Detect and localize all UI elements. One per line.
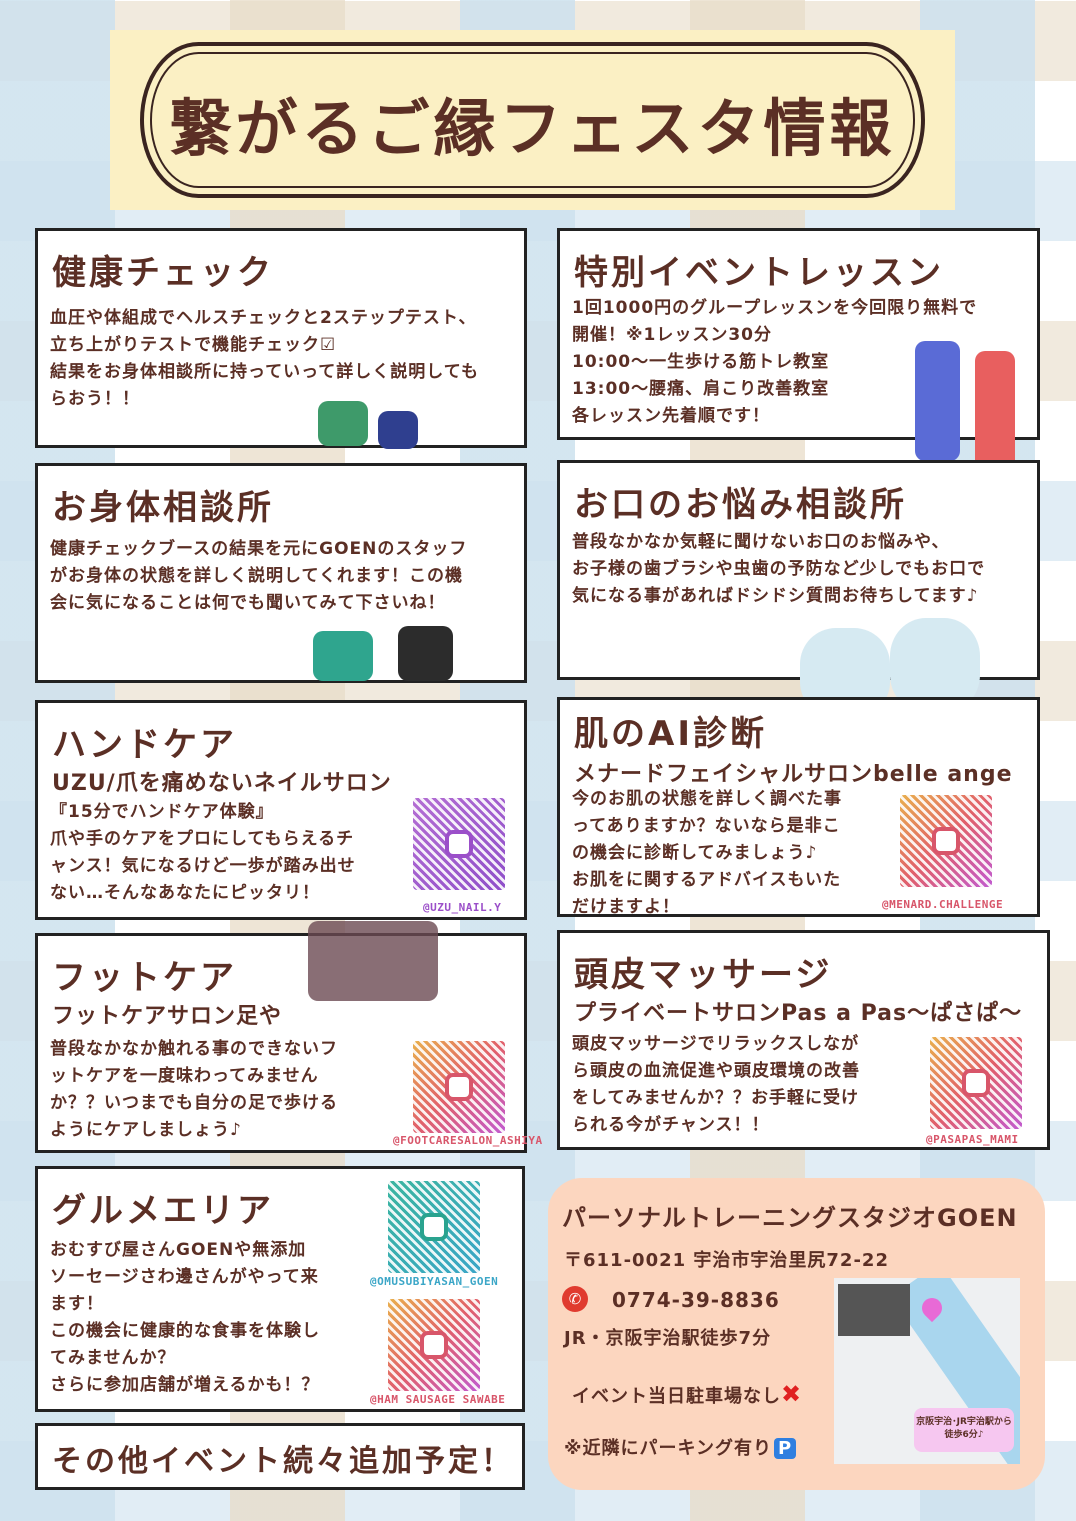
instagram-handle: @UZU_NAIL.Y — [423, 901, 502, 914]
patient-illustration-icon — [378, 411, 418, 449]
card-subtitle: フットケアサロン足や — [52, 1004, 283, 1029]
card-body: おむすび屋さんGOENや無添加 ソーセージさわ邊さんがやって来 ます！ この機会… — [50, 1240, 320, 1395]
instagram-handle: @FOOTCARESALON_ASHIYA — [393, 1134, 543, 1147]
instagram-qr-code[interactable] — [388, 1299, 480, 1391]
card-title: お口のお悩み相談所 — [574, 485, 907, 525]
card-oral-consultation: お口のお悩み相談所 普段なかなか気軽に聞けないお口のお悩みや、 お子様の歯ブラシ… — [557, 460, 1040, 718]
instagram-handle: @OMUSUBIYASAN_GOEN — [370, 1275, 499, 1288]
card-title: 肌のAI診断 — [574, 714, 767, 754]
doctor-illustration-icon — [318, 401, 368, 446]
card-title: ハンドケア — [52, 725, 237, 765]
building-photo — [838, 1284, 910, 1336]
page-title: 繋がるご縁フェスタ情報 — [169, 92, 896, 165]
card-subtitle: UZU/爪を痛めないネイルサロン — [52, 771, 392, 796]
instagram-icon — [445, 1073, 473, 1101]
instagram-handle: @HAM SAUSAGE SAWABE — [370, 1393, 506, 1406]
card-title: お身体相談所 — [52, 488, 274, 528]
card-body: 1回1000円のグループレッスンを今回限り無料で 開催！※1レッスン30分 10… — [572, 298, 978, 426]
card-title: 特別イベントレッスン — [574, 253, 944, 293]
instagram-icon — [932, 827, 960, 855]
instagram-qr-code[interactable] — [900, 795, 992, 887]
card-body: 血圧や体組成でヘルスチェックと2ステップテスト、 立ち上がりテストで機能チェック… — [50, 308, 479, 409]
cross-mark-icon: ✖ — [781, 1380, 803, 1408]
instagram-qr-code[interactable] — [388, 1181, 480, 1273]
instagram-icon — [445, 830, 473, 858]
card-health-check: 健康チェック 血圧や体組成でヘルスチェックと2ステップテスト、 立ち上がりテスト… — [35, 228, 527, 449]
dancer-illustration-icon — [915, 341, 960, 461]
card-title: 健康チェック — [52, 253, 274, 293]
card-title: フットケア — [52, 958, 237, 998]
card-foot-care: フットケア フットケアサロン足や 普段なかなか触れる事のできないフ ットケアを一… — [35, 921, 542, 1153]
instagram-icon — [420, 1213, 448, 1241]
instagram-handle: @PASAPAS_MAMI — [926, 1133, 1019, 1146]
phone-icon: ✆ — [562, 1286, 588, 1312]
studio-name: パーソナルトレーニングスタジオGOEN — [562, 1204, 1018, 1232]
parking-notice: イベント当日駐車場なし✖ — [572, 1380, 802, 1408]
card-gourmet-area: グルメエリア おむすび屋さんGOENや無添加 ソーセージさわ邊さんがやって来 ま… — [35, 1166, 525, 1412]
card-body: 健康チェックブースの結果を元にGOENのスタッフ がお身体の状態を詳しく説明して… — [50, 539, 468, 613]
instagram-qr-code[interactable] — [413, 1041, 505, 1133]
nearby-parking-text: ※近隣にパーキング有り — [564, 1438, 772, 1459]
instagram-handle: @MENARD.CHALLENGE — [882, 898, 1004, 911]
parking-icon: P — [773, 1438, 797, 1459]
location-map[interactable]: 京阪宇治･JR宇治駅から 徒歩6分♪ — [834, 1278, 1020, 1464]
parking-text: イベント当日駐車場なし — [572, 1386, 781, 1407]
banner-frame-inner — [150, 52, 915, 188]
card-title: その他イベント続々追加予定！ — [52, 1444, 514, 1479]
card-subtitle: プライベートサロンPas a Pas〜ぱさぱ〜 — [574, 1001, 1023, 1026]
instagram-icon — [420, 1331, 448, 1359]
studio-info-card: パーソナルトレーニングスタジオGOEN 〒611-0021 宇治市宇治里尻72-… — [548, 1178, 1045, 1490]
foot-care-illustration-icon — [308, 921, 438, 1001]
card-skin-ai-diagnosis: 肌のAI診断 メナードフェイシャルサロンbelle ange 今のお肌の状態を詳… — [557, 697, 1040, 917]
studio-access: JR・京阪宇治駅徒歩7分 — [564, 1328, 772, 1349]
card-subtitle: メナードフェイシャルサロンbelle ange — [574, 762, 1013, 787]
banner-frame — [140, 42, 925, 198]
instagram-icon — [962, 1069, 990, 1097]
card-body: 『15分でハンドケア体験』 爪や手のケアをプロにしてもらえるチ ャンス！気になる… — [50, 802, 356, 903]
card-scalp-massage: 頭皮マッサージ プライベートサロンPas a Pas〜ぱさぱ〜 頭皮マッサージで… — [557, 930, 1050, 1150]
card-more-events: その他イベント続々追加予定！ — [35, 1423, 525, 1490]
staff-illustration-icon — [398, 626, 453, 681]
instagram-qr-code[interactable] — [413, 798, 505, 890]
dancer-illustration-icon — [975, 351, 1015, 471]
card-special-lesson: 特別イベントレッスン 1回1000円のグループレッスンを今回限り無料で 開催！※… — [557, 228, 1040, 471]
instagram-qr-code[interactable] — [930, 1037, 1022, 1129]
card-body: 頭皮マッサージでリラックスしなが ら頭皮の血流促進や頭皮環境の改善 をしてみませ… — [572, 1034, 860, 1135]
card-title: グルメエリア — [52, 1191, 274, 1231]
consultation-illustration-icon — [313, 631, 373, 681]
card-body: 今のお肌の状態を詳しく調べた事 ってありますか？ないなら是非こ の機会に診断して… — [572, 789, 842, 917]
card-body: 普段なかなか触れる事のできないフ ットケアを一度味わってみません か？？いつまで… — [50, 1039, 338, 1140]
title-banner: 繋がるご縁フェスタ情報 — [110, 30, 955, 210]
card-body-consultation: お身体相談所 健康チェックブースの結果を元にGOENのスタッフ がお身体の状態を… — [35, 463, 527, 683]
studio-address: 〒611-0021 宇治市宇治里尻72-22 — [564, 1250, 889, 1271]
map-note: 京阪宇治･JR宇治駅から 徒歩6分♪ — [914, 1408, 1014, 1452]
card-hand-care: ハンドケア UZU/爪を痛めないネイルサロン 『15分でハンドケア体験』 爪や手… — [35, 700, 527, 920]
studio-phone[interactable]: 0774-39-8836 — [612, 1288, 780, 1312]
card-body: 普段なかなか気軽に聞けないお口のお悩みや、 お子様の歯ブラシや虫歯の予防など少し… — [572, 532, 986, 606]
card-title: 頭皮マッサージ — [574, 955, 833, 995]
